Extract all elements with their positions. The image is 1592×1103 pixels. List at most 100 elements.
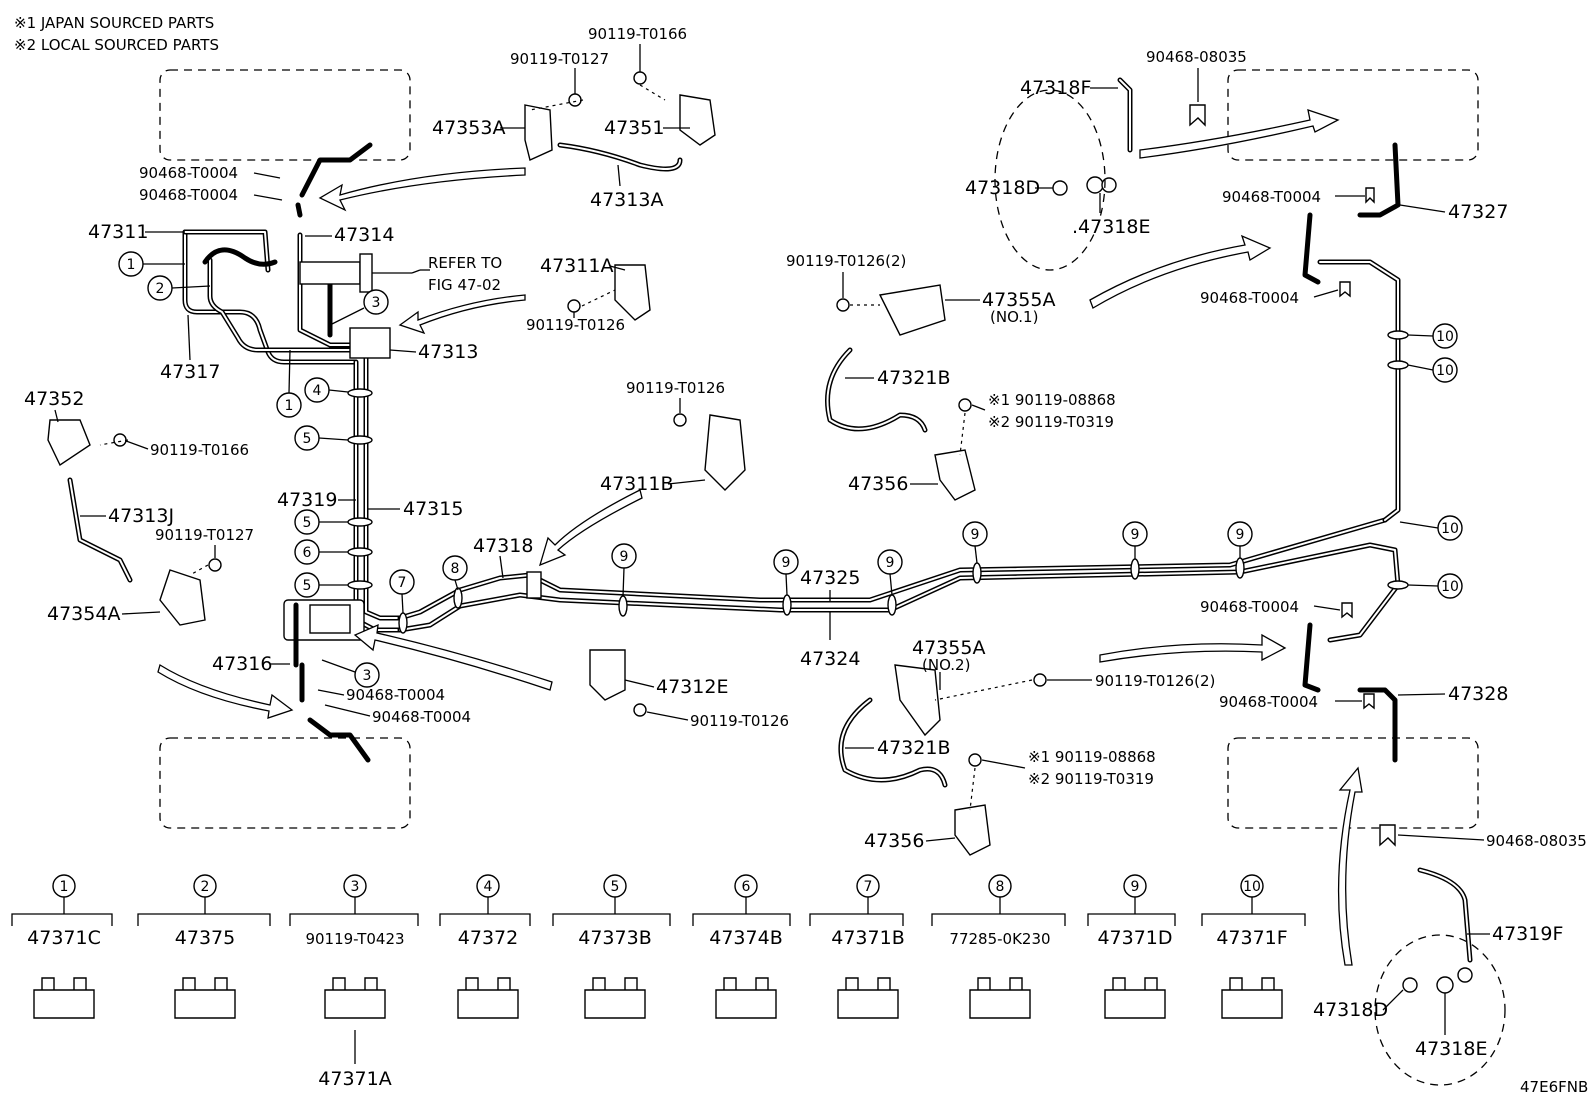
label-c0004a: 90468-T0004 <box>139 164 238 182</box>
legend-part-number: 47371F <box>1216 927 1287 949</box>
callout-5b: 5 <box>294 509 348 535</box>
legend-part-number: 47373B <box>578 927 651 949</box>
callout-5a: 5 <box>294 425 349 451</box>
label-47318E-1: .47318E <box>1072 216 1151 238</box>
legend-part-number: 77285-0K230 <box>949 930 1050 948</box>
label-c0004d: 90468-T0004 <box>372 708 471 726</box>
label-47311: 47311 <box>88 221 148 243</box>
label-47355A-no1: 47355A <box>982 289 1055 311</box>
callout-3a: 3 <box>329 289 389 326</box>
label-b0127-b: 90119-T0127 <box>155 526 254 544</box>
label-47313J: 47313J <box>108 505 174 527</box>
label-47321B-2: 47321B <box>877 737 950 759</box>
label-b0126-a: 90119-T0126 <box>526 316 625 334</box>
ref-box-front-left <box>159 69 411 161</box>
label-47318F: 47318F <box>1020 77 1091 99</box>
label-47318: 47318 <box>473 535 533 557</box>
callout-5c: 5 <box>294 572 348 598</box>
label-47321B-1: 47321B <box>877 367 950 389</box>
label-47313A: 47313A <box>590 189 663 211</box>
callout-7: 7 <box>389 569 415 614</box>
label-b0126-b: 90119-T0126 <box>626 379 725 397</box>
svg-text:9: 9 <box>782 555 791 571</box>
label-b08868-a: ※1 90119-08868 <box>988 391 1116 409</box>
svg-text:10: 10 <box>1436 329 1454 345</box>
callout-9f: 9 <box>1227 521 1253 558</box>
refer-line2: FIG 47-02 <box>428 276 501 294</box>
legend-callout-number: 5 <box>611 879 620 895</box>
callout-9e: 9 <box>1122 521 1148 559</box>
label-47352: 47352 <box>24 388 84 410</box>
legend-callout-number: 7 <box>864 879 873 895</box>
label-b08868-b: ※1 90119-08868 <box>1028 748 1156 766</box>
label-47315: 47315 <box>403 498 463 520</box>
label-c0004c: 90468-T0004 <box>346 686 445 704</box>
callout-8: 8 <box>442 555 468 591</box>
callout-2: 2 <box>147 275 211 301</box>
svg-text:3: 3 <box>372 295 381 311</box>
svg-text:7: 7 <box>398 575 407 591</box>
callout-circles: 1 2 3 1 4 5 5 6 5 7 8 3 9 9 9 9 9 9 10 1… <box>118 251 1463 688</box>
label-47328: 47328 <box>1448 683 1508 705</box>
clamp-legend: 147371C247375390119-T042347371A447372547… <box>11 874 1306 1090</box>
label-47355A-no1-sub: (NO.1) <box>990 308 1038 326</box>
callout-9d: 9 <box>962 521 988 564</box>
callout-9b: 9 <box>773 549 799 596</box>
svg-text:9: 9 <box>971 527 980 543</box>
label-47355A-no2: 47355A <box>912 637 985 659</box>
diagram-code: 47E6FNB <box>1520 1078 1588 1096</box>
callout-10a: 10 <box>1407 323 1458 349</box>
label-c0004e: 90468-T0004 <box>1222 188 1321 206</box>
callout-3b: 3 <box>321 659 380 688</box>
ref-box-rear-left <box>159 737 411 829</box>
ref-box-front-right <box>1227 69 1479 161</box>
part-labels: 47311 4 7 3 1 7 47314 REFER TO FIG 47-02 473… <box>24 77 1563 1060</box>
legend-part-number: 47371B <box>831 927 904 949</box>
legend-clip-drawing <box>33 977 95 1019</box>
callout-9c: 9 <box>877 549 903 596</box>
legend-clip-drawing <box>715 977 777 1019</box>
svg-text:8: 8 <box>451 561 460 577</box>
legend-part-number: 47375 <box>175 927 235 949</box>
fastener-labels: 90119-T0166 90119-T0127 90468-T0004 9046… <box>125 25 1587 850</box>
label-b0126-c: 90119-T0126 <box>690 712 789 730</box>
svg-text:5: 5 <box>303 578 312 594</box>
direction-arrows <box>157 109 1363 966</box>
label-c08035-a: 90468-08035 <box>1146 48 1247 66</box>
flex-hoses <box>67 77 1473 963</box>
pipe-clamp-markers <box>347 330 1409 634</box>
legend-callout-number: 4 <box>484 879 493 895</box>
label-47311A: 47311A <box>540 255 613 277</box>
bolts <box>113 71 1047 767</box>
label-47318D-2: 47318D <box>1313 999 1388 1021</box>
legend-clip-drawing <box>457 977 519 1019</box>
refer-line1: REFER TO <box>428 254 502 272</box>
svg-text:1: 1 <box>127 257 136 273</box>
callout-1b: 1 <box>276 349 302 418</box>
master-cylinder-junction <box>299 253 430 293</box>
label-b0126x2-a: 90119-T0126(2) <box>786 252 906 270</box>
svg-text:3: 3 <box>363 668 372 684</box>
legend-part-number: 47371C <box>27 927 101 949</box>
legend-item-7: 7 47371B <box>809 874 905 1019</box>
callout-6: 6 <box>294 539 348 565</box>
label-c0004h: 90468-T0004 <box>1219 693 1318 711</box>
label-47356-2: 47356 <box>864 830 924 852</box>
label-b0166: 90119-T0166 <box>588 25 687 43</box>
label-b0319-a: ※2 90119-T0319 <box>988 413 1114 431</box>
label-c08035-b: 90468-08035 <box>1486 832 1587 850</box>
legend-callout-number: 9 <box>1131 879 1140 895</box>
callout-10b: 10 <box>1407 357 1458 383</box>
label-47314: 47314 <box>334 224 394 246</box>
svg-text:5: 5 <box>303 515 312 531</box>
label-47327: 47327 <box>1448 201 1508 223</box>
legend-clip-drawing <box>324 977 386 1019</box>
svg-text:9: 9 <box>620 549 629 565</box>
dashed-leaders <box>99 84 1033 811</box>
